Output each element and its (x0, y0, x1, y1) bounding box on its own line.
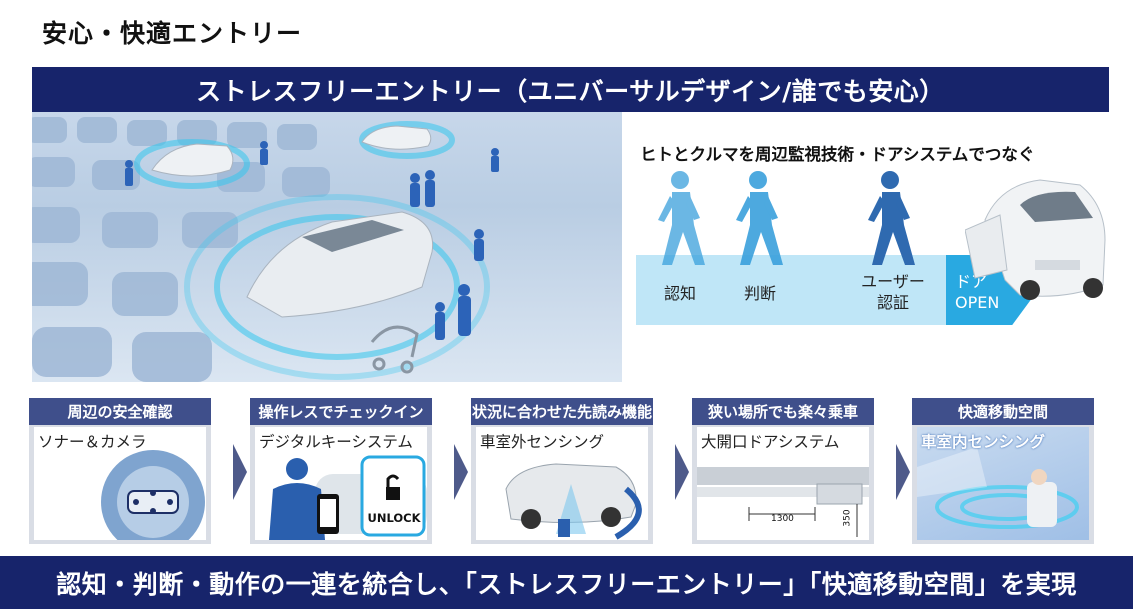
card-keyless-checkin: 操作レスでチェックイン デジタルキーシステム UNLOCK (250, 398, 432, 544)
flow-step-label: 認証 (876, 293, 909, 312)
digital-key-icon (269, 455, 427, 540)
card-easy-boarding: 狭い場所でも楽々乗車 大開口ドアシステム 1300 350 (692, 398, 874, 544)
chevron-right-icon (454, 444, 468, 500)
car-open-door-icon (965, 179, 1106, 300)
summary-banner: 認知・判断・動作の一連を統合し、「ストレスフリーエントリー」「快適移動空間」を実… (0, 556, 1133, 609)
flow-bar (636, 255, 948, 325)
flow-step-judgment: 判断 (735, 283, 785, 304)
card-subtitle: ソナー＆カメラ (38, 433, 147, 451)
card-title: 快適移動空間 (912, 398, 1094, 425)
flow-caption: ヒトとクルマを周辺監視技術・ドアシステムでつなぐ (640, 145, 1035, 164)
parking-lot-illustration (32, 112, 622, 382)
wide-door-icon (697, 467, 869, 537)
parking-scene-graphic (32, 117, 499, 382)
card-title: 狭い場所でも楽々乗車 (692, 398, 874, 425)
flow-step-user-auth: ユーザー 認証 (853, 271, 933, 313)
unlock-label: UNLOCK (367, 511, 421, 525)
card-predictive-function: 状況に合わせた先読み機能 車室外センシング (471, 398, 653, 544)
interior-sensing-icon (917, 447, 1079, 529)
flow-step-label: 認知 (663, 284, 696, 303)
chevron-right-icon (233, 444, 247, 500)
card-body: ソナー＆カメラ (34, 427, 206, 540)
exterior-sensing-icon (505, 463, 642, 540)
card-safety-check: 周辺の安全確認 ソナー＆カメラ (29, 398, 211, 544)
sonar-camera-icon (101, 450, 205, 540)
card-title: 操作レスでチェックイン (250, 398, 432, 425)
walking-figures-icon (658, 171, 915, 265)
card-title: 周辺の安全確認 (29, 398, 211, 425)
card-body: 大開口ドアシステム 1300 350 (697, 427, 869, 540)
flow-step-recognition: 認知 (655, 283, 705, 304)
flow-step-label: 判断 (743, 284, 776, 303)
chevron-right-icon (675, 444, 689, 500)
page-title: 安心・快適エントリー (42, 19, 303, 48)
card-body: 車室内センシング (917, 427, 1089, 540)
card-subtitle: 車室内センシング (921, 433, 1046, 451)
card-subtitle: デジタルキーシステム (259, 433, 413, 451)
flow-step-label: ユーザー (861, 272, 925, 291)
chevron-right-icon (896, 444, 910, 500)
stress-free-entry-banner: ストレスフリーエントリー（ユニバーサルデザイン/誰でも安心） (32, 67, 1109, 112)
card-body: 車室外センシング (476, 427, 648, 540)
flow-final-label-line: OPEN (955, 293, 1000, 312)
card-subtitle: 車室外センシング (480, 433, 605, 451)
door-width-dimension: 1300 (771, 514, 794, 524)
card-comfortable-cabin: 快適移動空間 車室内センシング (912, 398, 1094, 544)
card-title: 状況に合わせた先読み機能 (471, 398, 653, 425)
card-body: デジタルキーシステム UNLOCK (255, 427, 427, 540)
card-subtitle: 大開口ドアシステム (701, 433, 840, 451)
door-height-dimension: 350 (842, 509, 853, 527)
